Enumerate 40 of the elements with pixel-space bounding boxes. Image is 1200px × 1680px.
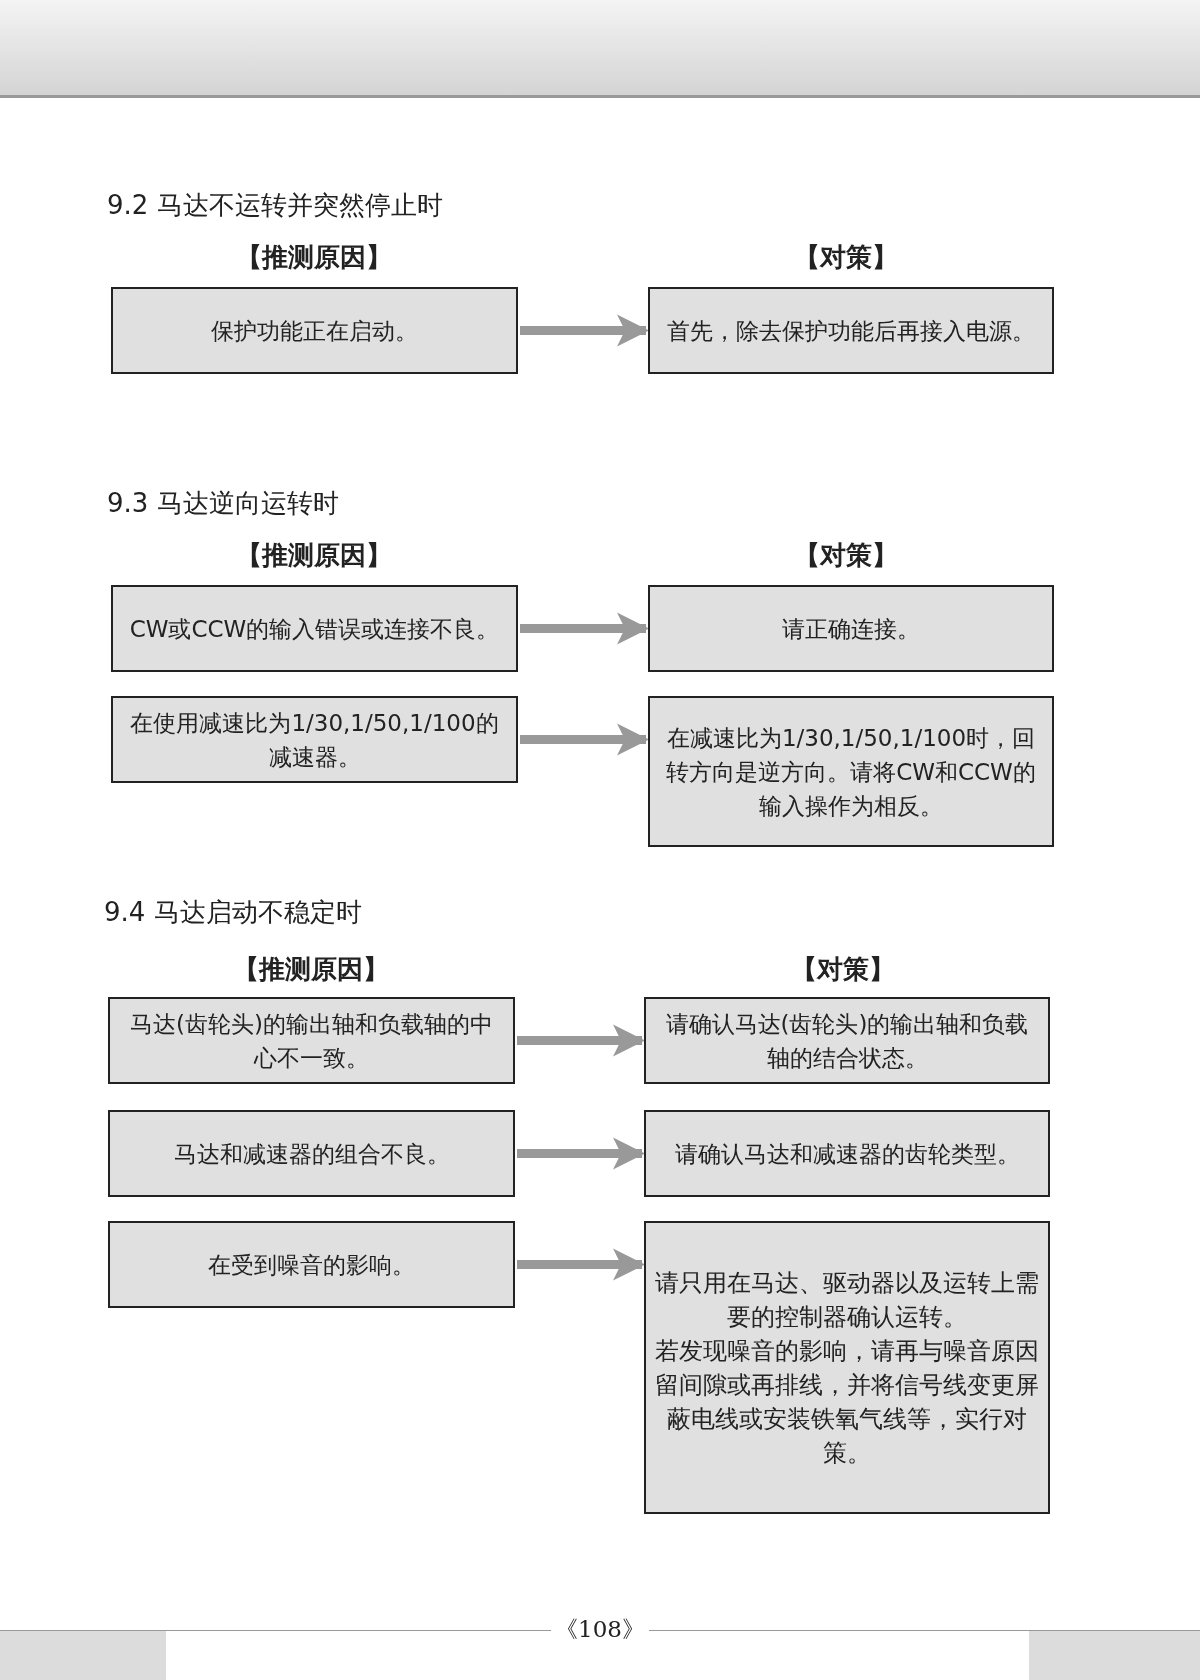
arrow <box>517 1137 646 1170</box>
column-heading: 【推测原因】 <box>236 539 392 572</box>
column-heading: 【对策】 <box>794 241 898 274</box>
box-text: 在使用减速比为1/30,1/50,1/100的减速器。 <box>129 708 500 772</box>
section-heading: 9.3 马达逆向运转时 <box>107 487 339 520</box>
box-text: 请确认马达(齿轮头)的输出轴和负载轴的结合状态。 <box>664 1009 1030 1073</box>
box-text: 保护功能正在启动。 <box>211 316 418 346</box>
box-text: 马达和减速器的组合不良。 <box>173 1139 450 1169</box>
cause-box <box>108 1221 515 1308</box>
section-heading: 9.4 马达启动不稳定时 <box>104 896 362 929</box>
cause-box <box>111 696 518 783</box>
box-text: 请确认马达和减速器的齿轮类型。 <box>674 1139 1020 1169</box>
remedy-box <box>644 1221 1050 1514</box>
section-heading: 9.2 马达不运转并突然停止时 <box>107 189 443 222</box>
box-text: 首先，除去保护功能后再接入电源。 <box>667 316 1035 346</box>
arrow <box>520 612 650 645</box>
column-heading: 【推测原因】 <box>236 241 392 274</box>
column-heading: 【对策】 <box>794 539 898 572</box>
cause-box <box>108 1110 515 1197</box>
remedy-box <box>644 1110 1050 1197</box>
cause-box <box>111 585 518 672</box>
remedy-box <box>648 696 1054 847</box>
box-text: CW或CCW的输入错误或连接不良。 <box>129 614 500 644</box>
remedy-box <box>648 287 1054 374</box>
column-heading: 【推测原因】 <box>233 953 389 986</box>
remedy-box <box>644 997 1050 1084</box>
box-text: 请只用在马达、驱动器以及运转上需要的控制器确认运转。 <box>654 1267 1040 1333</box>
column-heading: 【对策】 <box>791 953 895 986</box>
remedy-box <box>648 585 1054 672</box>
cause-box <box>111 287 518 374</box>
arrow <box>517 1024 646 1057</box>
box-text: 马达(齿轮头)的输出轴和负载轴的中心不一致。 <box>129 1009 494 1073</box>
box-text: 请正确连接。 <box>782 614 920 644</box>
arrow <box>520 723 650 756</box>
cause-box <box>108 997 515 1084</box>
box-text: 在减速比为1/30,1/50,1/100时，回转方向是逆方向。请将CW和CCW的输入操作为相反。 <box>665 723 1037 821</box>
box-text: 在受到噪音的影响。 <box>208 1250 415 1280</box>
box-text: 若发现噪音的影响，请再与噪音原因留间隙或再排线，并将信号线变更屏蔽电线或安装铁氧气线等，实行对策。 <box>654 1335 1040 1469</box>
arrow <box>517 1248 646 1281</box>
arrow <box>520 314 650 347</box>
